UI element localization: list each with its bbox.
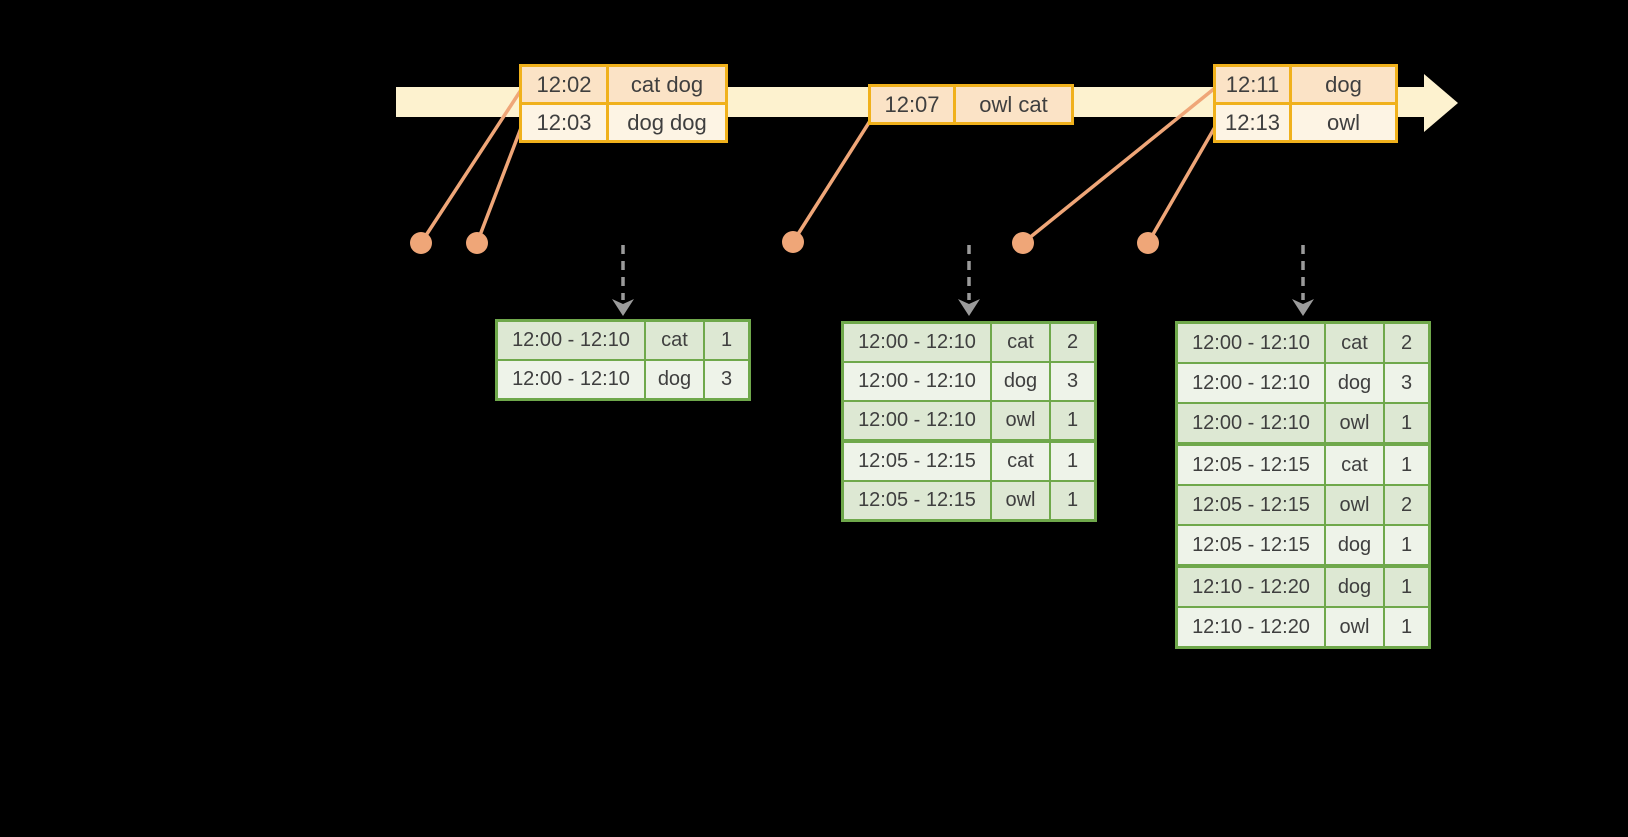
result-row: 12:00 - 12:10 dog 3 <box>1178 364 1428 402</box>
window-cell: 12:00 - 12:10 <box>844 363 990 400</box>
result-table-2: 12:00 - 12:10 cat 2 12:00 - 12:10 dog 3 … <box>841 321 1097 522</box>
event-time-cell: 12:07 <box>871 87 953 122</box>
word-cell: dog <box>1326 526 1383 564</box>
trigger-arrowhead-icon <box>958 299 980 316</box>
window-cell: 12:00 - 12:10 <box>498 361 644 398</box>
window-cell: 12:00 - 12:10 <box>1178 324 1324 362</box>
window-cell: 12:05 - 12:15 <box>1178 446 1324 484</box>
event-table-3: 12:11 dog 12:13 owl <box>1213 64 1398 143</box>
trigger-arrowhead-icon <box>612 299 634 316</box>
event-table-1: 12:02 cat dog 12:03 dog dog <box>519 64 728 143</box>
window-cell: 12:10 - 12:20 <box>1178 568 1324 606</box>
event-row: 12:07 owl cat <box>871 87 1071 122</box>
window-cell: 12:00 - 12:10 <box>844 324 990 361</box>
result-row: 12:05 - 12:15 owl 1 <box>844 482 1094 519</box>
count-cell: 3 <box>1051 363 1094 400</box>
count-cell: 1 <box>1051 482 1094 519</box>
result-row: 12:05 - 12:15 cat 1 <box>844 443 1094 480</box>
result-row: 12:00 - 12:10 cat 2 <box>1178 324 1428 362</box>
connector-line <box>1021 86 1217 245</box>
count-cell: 1 <box>705 322 748 359</box>
count-cell: 2 <box>1385 324 1428 362</box>
result-row: 12:10 - 12:20 dog 1 <box>1178 568 1428 606</box>
timeline-arrowhead-icon <box>1424 74 1458 132</box>
count-cell: 1 <box>1051 402 1094 439</box>
event-time-cell: 12:03 <box>522 105 606 140</box>
word-cell: dog <box>646 361 703 398</box>
event-words-cell: owl <box>1292 105 1395 140</box>
connector-line <box>1146 126 1217 244</box>
window-cell: 12:00 - 12:10 <box>1178 404 1324 442</box>
count-cell: 1 <box>1385 404 1428 442</box>
connector-line <box>475 127 523 244</box>
window-cell: 12:10 - 12:20 <box>1178 608 1324 646</box>
event-dot-icon <box>410 232 432 254</box>
count-cell: 1 <box>1385 568 1428 606</box>
result-row: 12:05 - 12:15 cat 1 <box>1178 446 1428 484</box>
word-cell: owl <box>1326 404 1383 442</box>
result-row: 12:00 - 12:10 dog 3 <box>498 361 748 398</box>
word-cell: dog <box>992 363 1049 400</box>
result-row: 12:00 - 12:10 dog 3 <box>844 363 1094 400</box>
word-cell: cat <box>1326 324 1383 362</box>
count-cell: 2 <box>1385 486 1428 524</box>
count-cell: 1 <box>1385 608 1428 646</box>
word-cell: cat <box>1326 446 1383 484</box>
event-time-cell: 12:11 <box>1216 67 1289 102</box>
word-cell: owl <box>1326 608 1383 646</box>
result-row: 12:00 - 12:10 owl 1 <box>844 402 1094 439</box>
trigger-arrowhead-icon <box>1292 299 1314 316</box>
result-row: 12:00 - 12:10 cat 1 <box>498 322 748 359</box>
word-cell: cat <box>992 324 1049 361</box>
connector-line <box>791 120 872 243</box>
word-cell: cat <box>992 443 1049 480</box>
window-cell: 12:05 - 12:15 <box>844 482 990 519</box>
word-cell: owl <box>992 402 1049 439</box>
window-cell: 12:00 - 12:10 <box>1178 364 1324 402</box>
window-cell: 12:00 - 12:10 <box>498 322 644 359</box>
count-cell: 1 <box>1385 526 1428 564</box>
event-row: 12:11 dog <box>1216 67 1395 102</box>
event-row: 12:03 dog dog <box>522 105 725 140</box>
event-words-cell: dog <box>1292 67 1395 102</box>
event-dot-icon <box>466 232 488 254</box>
window-cell: 12:05 - 12:15 <box>844 443 990 480</box>
connector-line <box>419 89 523 244</box>
event-words-cell: dog dog <box>609 105 725 140</box>
window-cell: 12:05 - 12:15 <box>1178 486 1324 524</box>
count-cell: 1 <box>1051 443 1094 480</box>
result-row: 12:05 - 12:15 owl 2 <box>1178 486 1428 524</box>
result-row: 12:00 - 12:10 owl 1 <box>1178 404 1428 442</box>
window-cell: 12:00 - 12:10 <box>844 402 990 439</box>
result-row: 12:00 - 12:10 cat 2 <box>844 324 1094 361</box>
word-cell: owl <box>992 482 1049 519</box>
word-cell: owl <box>1326 486 1383 524</box>
word-cell: dog <box>1326 568 1383 606</box>
event-words-cell: cat dog <box>609 67 725 102</box>
result-table-3: 12:00 - 12:10 cat 2 12:00 - 12:10 dog 3 … <box>1175 321 1431 649</box>
event-row: 12:13 owl <box>1216 105 1395 140</box>
result-table-1: 12:00 - 12:10 cat 1 12:00 - 12:10 dog 3 <box>495 319 751 401</box>
event-dot-icon <box>782 231 804 253</box>
result-row: 12:10 - 12:20 owl 1 <box>1178 608 1428 646</box>
event-dot-icon <box>1137 232 1159 254</box>
event-time-cell: 12:13 <box>1216 105 1289 140</box>
word-cell: cat <box>646 322 703 359</box>
event-table-2: 12:07 owl cat <box>868 84 1074 125</box>
event-dot-icon <box>1012 232 1034 254</box>
count-cell: 3 <box>1385 364 1428 402</box>
window-cell: 12:05 - 12:15 <box>1178 526 1324 564</box>
event-time-cell: 12:02 <box>522 67 606 102</box>
count-cell: 2 <box>1051 324 1094 361</box>
count-cell: 3 <box>705 361 748 398</box>
event-words-cell: owl cat <box>956 87 1071 122</box>
count-cell: 1 <box>1385 446 1428 484</box>
word-cell: dog <box>1326 364 1383 402</box>
result-row: 12:05 - 12:15 dog 1 <box>1178 526 1428 564</box>
event-row: 12:02 cat dog <box>522 67 725 102</box>
